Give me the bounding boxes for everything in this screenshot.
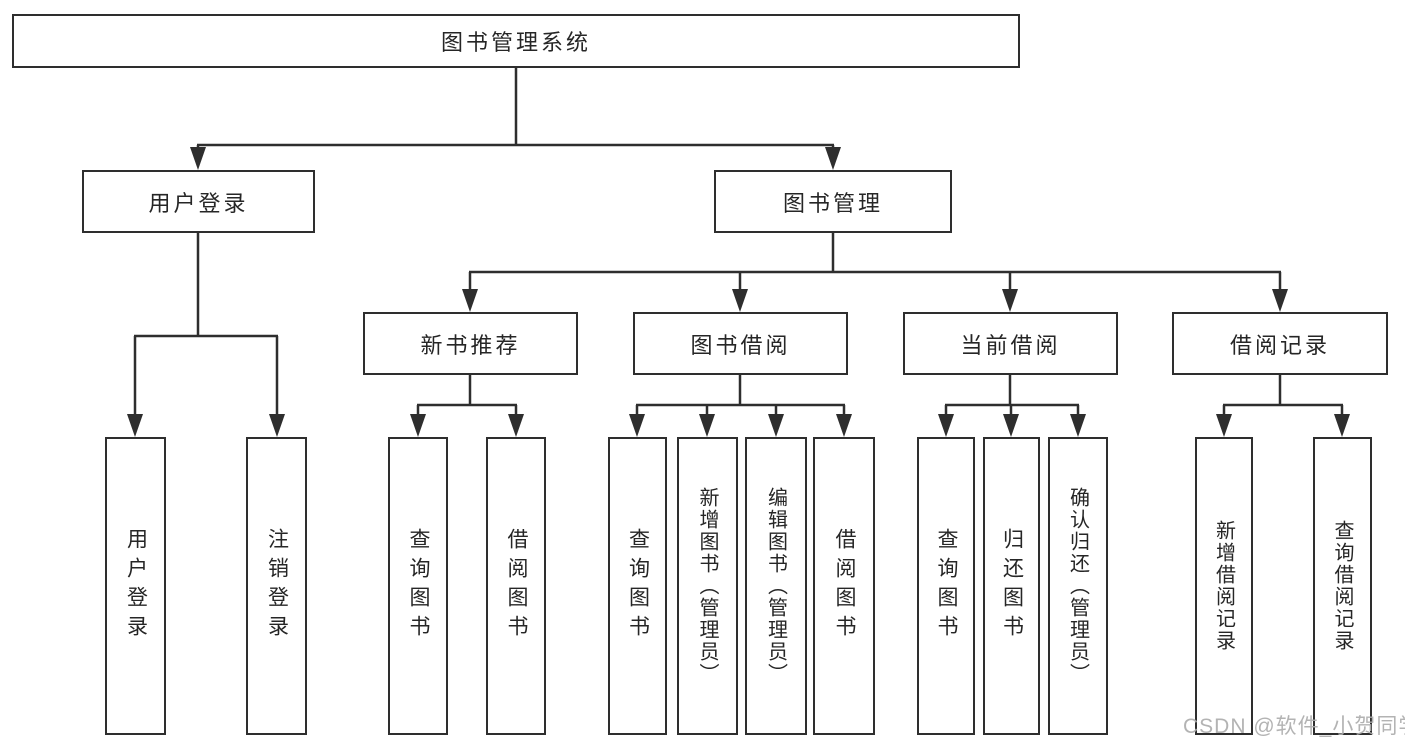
leaf-edit-books-admin: 编辑图书（管理员）: [745, 437, 807, 735]
leaf-borrow-books: 借阅图书: [813, 437, 875, 735]
leaf-query-books-borrow: 查询图书: [608, 437, 667, 735]
leaf-add-books-admin: 新增图书（管理员）: [677, 437, 738, 735]
node-borrow-records: 借阅记录: [1172, 312, 1388, 375]
leaf-query-books-recommend: 查询图书: [388, 437, 448, 735]
node-book-borrow: 图书借阅: [633, 312, 848, 375]
node-current-borrow: 当前借阅: [903, 312, 1118, 375]
node-book-management-branch: 图书管理: [714, 170, 952, 233]
node-new-book-recommend: 新书推荐: [363, 312, 578, 375]
leaf-query-books-current: 查询图书: [917, 437, 975, 735]
leaf-logout: 注销登录: [246, 437, 307, 735]
csdn-watermark: CSDN @软件_小贺同学: [1183, 715, 1405, 738]
leaf-return-books: 归还图书: [983, 437, 1040, 735]
leaf-confirm-return-admin: 确认归还（管理员）: [1048, 437, 1108, 735]
leaf-borrow-books-recommend: 借阅图书: [486, 437, 546, 735]
node-user-login-branch: 用户登录: [82, 170, 315, 233]
leaf-query-borrow-record: 查询借阅记录: [1313, 437, 1372, 735]
leaf-user-login: 用户登录: [105, 437, 166, 735]
leaf-add-borrow-record: 新增借阅记录: [1195, 437, 1253, 735]
node-root-system: 图书管理系统: [12, 14, 1020, 68]
